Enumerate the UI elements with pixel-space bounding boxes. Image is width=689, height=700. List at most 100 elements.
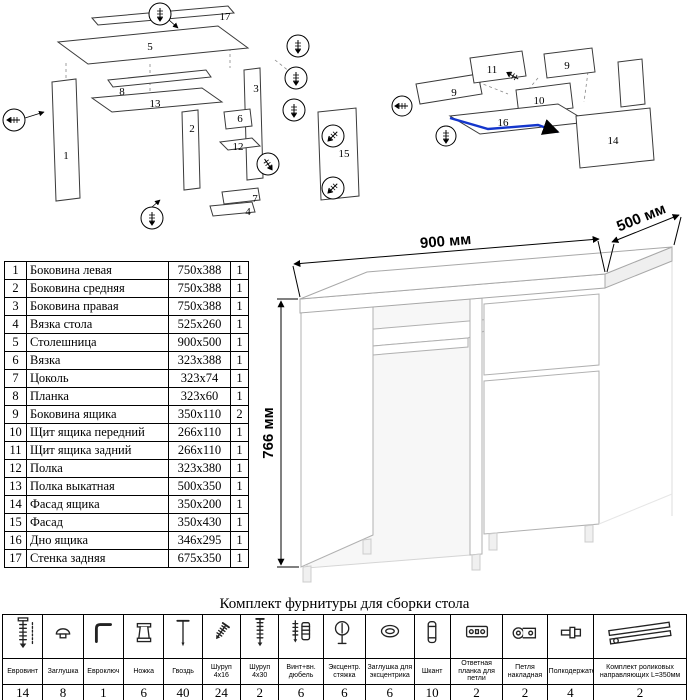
part-name: Вязка (26, 351, 169, 370)
part-qty: 1 (230, 549, 249, 568)
part-number: 17 (4, 549, 27, 568)
part-qty: 1 (230, 477, 249, 496)
part-plinth (221, 187, 261, 205)
hardware-name-row: Евровинт Заглушка Евроключ Ножка Гвоздь … (1, 657, 687, 686)
part-number: 15 (4, 513, 27, 532)
part-number: 5 (4, 333, 27, 352)
part-size: 750x388 (168, 279, 231, 298)
part-size: 525x260 (168, 315, 231, 334)
part-size: 750x388 (168, 297, 231, 316)
part-qty: 1 (230, 441, 249, 460)
part-size: 900x500 (168, 333, 231, 352)
hw-name: Шуруп 4x16 (201, 657, 242, 686)
hw-qty: 2 (593, 684, 687, 700)
part-row: 2 Боковина средняя 750x388 1 (4, 279, 249, 298)
hw-name: Ножка (123, 657, 165, 686)
nail-icon (176, 619, 190, 647)
hw-name: Ответная планка для петли (449, 657, 504, 686)
label-11: 11 (487, 64, 498, 76)
hardware-table: Евровинт Заглушка Евроключ Ножка Гвоздь … (1, 614, 687, 700)
part-left-side (51, 78, 81, 202)
exploded-view-main-diagram: 17 5 8 13 2 3 6 12 7 4 1 15 (2, 2, 360, 230)
part-number: 13 (4, 477, 27, 496)
part-number: 3 (4, 297, 27, 316)
part-size: 266x110 (168, 441, 231, 460)
label-4: 4 (245, 206, 251, 218)
part-row: 1 Боковина левая 750x388 1 (4, 261, 249, 280)
hw-name: Петля накладная (502, 657, 548, 686)
part-name: Боковина ящика (26, 405, 169, 424)
part-name: Полка (26, 459, 169, 478)
part-strip (107, 69, 212, 88)
hw-name: Полкодержатель (546, 657, 595, 686)
part-brace (223, 108, 253, 130)
part-size: 266x110 (168, 423, 231, 442)
part-qty: 1 (230, 261, 249, 280)
width-dimension-label: 900 мм (419, 231, 472, 252)
hw-qty: 4 (546, 684, 595, 700)
assembled-desk-render: 900 мм 500 мм 766 мм (260, 204, 682, 583)
part-number: 16 (4, 531, 27, 550)
screw-long-icon (254, 617, 265, 647)
part-number: 14 (4, 495, 27, 514)
hw-qty: 6 (278, 684, 324, 700)
part-number: 11 (4, 441, 27, 460)
screw-short-icon (216, 622, 231, 640)
hw-name: Шуруп 4x30 (240, 657, 280, 686)
parts-table-body: 1 Боковина левая 750x388 1 2 Боковина ср… (4, 261, 249, 568)
part-qty: 1 (230, 387, 249, 406)
part-size: 350x110 (168, 405, 231, 424)
drawer-side-left (415, 73, 483, 105)
hw-name: Заглушка (42, 657, 84, 686)
hardware-kit-title: Комплект фурнитуры для сборки стола (219, 596, 470, 612)
part-row: 15 Фасад 350x430 1 (4, 513, 249, 532)
desk-left-panel (300, 280, 374, 568)
part-name: Фасад ящика (26, 495, 169, 514)
part-row: 4 Вязка стола 525x260 1 (4, 315, 249, 334)
label-3: 3 (253, 83, 259, 95)
parts-table: 1 Боковина левая 750x388 1 2 Боковина ср… (4, 261, 249, 568)
part-size: 750x388 (168, 261, 231, 280)
hw-qty: 2 (502, 684, 548, 700)
hw-qty: 6 (123, 684, 165, 700)
part-size: 323x388 (168, 351, 231, 370)
part-number: 6 (4, 351, 27, 370)
part-name: Щит ящика передний (26, 423, 169, 442)
drawer-facade (575, 107, 655, 169)
part-qty: 1 (230, 513, 249, 532)
part-qty: 1 (230, 423, 249, 442)
hw-name: Эксцентр. стяжка (322, 657, 367, 686)
part-name: Полка выкатная (26, 477, 169, 496)
part-name: Вязка стола (26, 315, 169, 334)
hw-qty: 24 (201, 684, 242, 700)
drawer-panel-right (617, 58, 646, 108)
confirmat-screw-icon (17, 617, 33, 649)
part-desk-brace (209, 201, 256, 217)
part-pullout-shelf (90, 87, 224, 113)
part-number: 9 (4, 405, 27, 424)
part-size: 350x200 (168, 495, 231, 514)
desk-legs (302, 524, 594, 583)
label-9a: 9 (451, 87, 457, 99)
label-2: 2 (189, 123, 195, 135)
part-number: 4 (4, 315, 27, 334)
part-size: 323x380 (168, 459, 231, 478)
hw-qty: 8 (42, 684, 84, 700)
part-qty: 1 (230, 297, 249, 316)
hw-qty: 2 (449, 684, 504, 700)
hardware-qty-row: 14 8 1 6 40 24 2 6 6 6 10 2 2 4 2 (1, 684, 687, 700)
foot-icon (136, 622, 151, 643)
part-size: 350x430 (168, 513, 231, 532)
hw-name: Евроключ (82, 657, 125, 686)
part-size: 346x295 (168, 531, 231, 550)
part-qty: 1 (230, 495, 249, 514)
label-5: 5 (147, 41, 153, 53)
hw-qty: 6 (365, 684, 415, 700)
cap-icon (55, 628, 71, 639)
part-name: Столешница (26, 333, 169, 352)
hw-qty: 2 (240, 684, 280, 700)
hw-qty: 14 (1, 684, 44, 700)
label-9b: 9 (564, 60, 570, 72)
part-name: Стенка задняя (26, 549, 169, 568)
part-row: 9 Боковина ящика 350x110 2 (4, 405, 249, 424)
